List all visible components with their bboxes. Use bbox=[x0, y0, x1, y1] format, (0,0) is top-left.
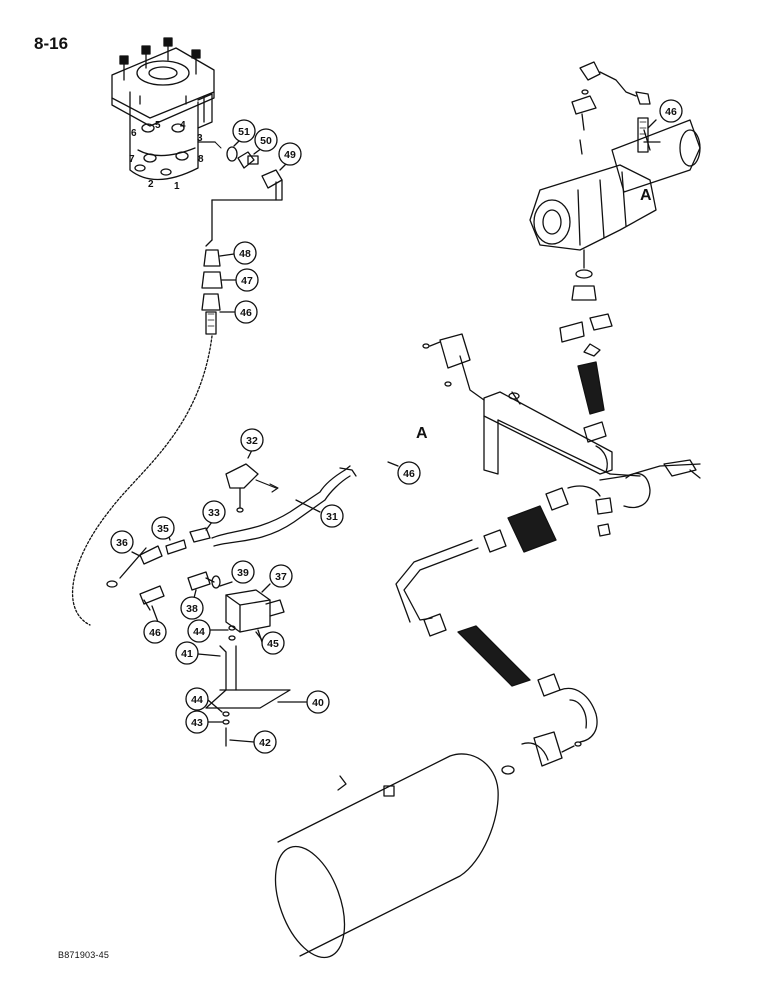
callout-36: 36 bbox=[110, 530, 141, 557]
callout-45: 45 bbox=[255, 631, 285, 655]
callout-37: 37 bbox=[261, 564, 293, 593]
callout-43: 43 bbox=[185, 710, 223, 734]
callouts: 31 32 33 35 36 37 38 39 40 41 42 43 44 bbox=[110, 99, 683, 754]
callout-42: 42 bbox=[229, 730, 277, 754]
svg-text:31: 31 bbox=[326, 511, 338, 523]
svg-text:41: 41 bbox=[181, 648, 193, 660]
port-2-label: 2 bbox=[148, 179, 154, 190]
line-fittings bbox=[71, 249, 223, 626]
callout-46-left: 46 bbox=[143, 605, 167, 644]
document-code: B871903-45 bbox=[58, 950, 110, 960]
callout-39: 39 bbox=[219, 560, 255, 587]
svg-text:48: 48 bbox=[239, 248, 251, 260]
svg-text:35: 35 bbox=[157, 523, 169, 535]
svg-text:36: 36 bbox=[116, 537, 128, 549]
callout-46-pump: 46 bbox=[647, 99, 683, 129]
page-number: 8-16 bbox=[34, 34, 69, 53]
callout-47: 47 bbox=[221, 268, 259, 292]
callout-46-line: 46 bbox=[219, 300, 258, 324]
callout-48: 48 bbox=[219, 241, 257, 265]
hose-assembly bbox=[395, 485, 601, 775]
section-markers: A A bbox=[416, 187, 652, 442]
port-3-label: 3 bbox=[197, 133, 203, 144]
callout-44-upper: 44 bbox=[187, 619, 229, 643]
svg-text:32: 32 bbox=[246, 435, 258, 447]
svg-text:46: 46 bbox=[665, 106, 677, 118]
callout-40: 40 bbox=[277, 690, 330, 714]
svg-text:42: 42 bbox=[259, 737, 271, 749]
section-a-marker-top: A bbox=[640, 187, 652, 204]
svg-text:51: 51 bbox=[238, 126, 250, 138]
callout-44-lower: 44 bbox=[185, 687, 223, 713]
svg-text:37: 37 bbox=[275, 571, 287, 583]
callout-32: 32 bbox=[240, 428, 264, 459]
svg-text:47: 47 bbox=[241, 275, 253, 287]
callout-31: 31 bbox=[295, 499, 344, 528]
svg-text:44: 44 bbox=[193, 626, 205, 638]
section-a-marker-left: A bbox=[416, 425, 428, 442]
left-fittings bbox=[106, 463, 357, 611]
port-4-label: 4 bbox=[180, 120, 186, 131]
svg-text:46: 46 bbox=[403, 468, 415, 480]
svg-text:45: 45 bbox=[267, 638, 279, 650]
air-tank bbox=[274, 753, 499, 959]
svg-text:44: 44 bbox=[191, 694, 203, 706]
port-8-label: 8 bbox=[198, 154, 204, 165]
callout-51: 51 bbox=[232, 119, 256, 147]
svg-text:40: 40 bbox=[312, 697, 324, 709]
svg-text:39: 39 bbox=[237, 567, 249, 579]
callout-38: 38 bbox=[180, 589, 204, 620]
port-7-label: 7 bbox=[129, 154, 135, 165]
callout-33: 33 bbox=[202, 500, 226, 531]
callout-50: 50 bbox=[253, 128, 278, 155]
svg-text:38: 38 bbox=[186, 603, 198, 615]
callout-49: 49 bbox=[278, 142, 302, 171]
port-5-label: 5 bbox=[155, 120, 161, 131]
svg-text:43: 43 bbox=[191, 717, 203, 729]
svg-text:33: 33 bbox=[208, 507, 220, 519]
valve-fittings bbox=[205, 146, 283, 247]
control-valve bbox=[111, 37, 222, 181]
svg-text:49: 49 bbox=[284, 149, 296, 161]
callout-46-middle: 46 bbox=[387, 461, 421, 485]
mounting-frame bbox=[422, 333, 701, 537]
port-1-label: 1 bbox=[174, 181, 180, 192]
svg-text:50: 50 bbox=[260, 135, 272, 147]
callout-35: 35 bbox=[151, 516, 175, 541]
port-6-label: 6 bbox=[131, 128, 137, 139]
pump-assembly bbox=[529, 61, 701, 443]
svg-text:46: 46 bbox=[240, 307, 252, 319]
valve-port-numbers: 1 2 3 4 5 6 7 8 bbox=[129, 120, 204, 192]
callout-41: 41 bbox=[175, 641, 221, 665]
svg-text:46: 46 bbox=[149, 627, 161, 639]
